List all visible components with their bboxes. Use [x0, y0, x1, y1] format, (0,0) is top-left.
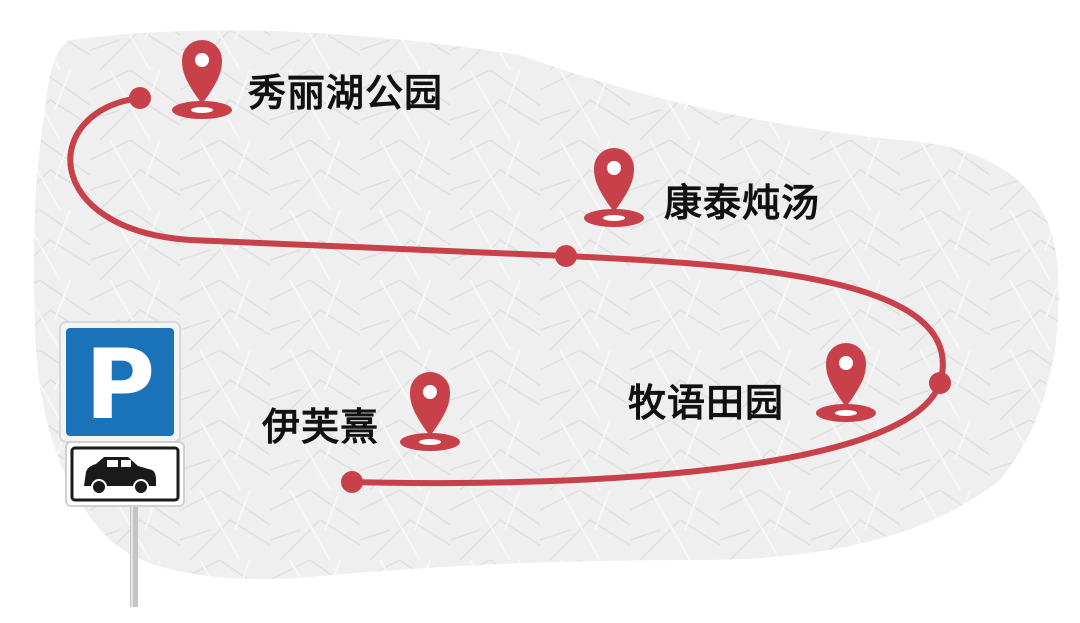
- parking-letter: P: [85, 329, 155, 441]
- place-label-xiulihu: 秀丽湖公园: [248, 71, 444, 115]
- parking-sign-icon: P: [59, 321, 185, 607]
- sign-pole: [130, 495, 138, 607]
- crumpled-paper: [33, 30, 1059, 579]
- route-line: [67, 95, 946, 487]
- route-node-end: [341, 471, 363, 493]
- map-pin-icon: [172, 40, 232, 119]
- place-label-kangtai: 康泰炖汤: [664, 181, 821, 225]
- route-node-start: [129, 87, 151, 109]
- map-pin-icon: [816, 343, 876, 422]
- map-pin-icon: [400, 372, 460, 451]
- place-label-yifuxi: 伊芙熹: [262, 405, 380, 449]
- map-pin-icon: [584, 148, 644, 227]
- car-icon: [84, 457, 156, 495]
- route-node-kangtai: [555, 245, 577, 267]
- place-label-muyu: 牧语田园: [628, 381, 785, 425]
- route-node-muyu: [929, 372, 951, 394]
